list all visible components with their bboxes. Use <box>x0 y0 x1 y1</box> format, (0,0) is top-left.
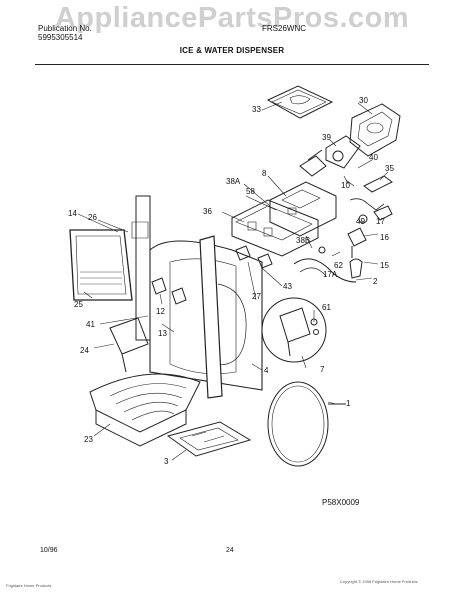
callout-49: 49 <box>356 217 365 226</box>
diagram-code: P58X0009 <box>322 498 360 507</box>
callout-33: 33 <box>252 105 261 114</box>
part-clips <box>151 245 273 305</box>
header-rule <box>35 64 429 65</box>
page-title: ICE & WATER DISPENSER <box>179 46 285 55</box>
part-ice-chute <box>149 235 263 399</box>
part-grille <box>166 421 252 457</box>
part-front-panel <box>69 229 133 301</box>
part-motor-cam <box>299 135 361 177</box>
watermark: AppliancePartsPros.com <box>54 2 410 34</box>
callout-17: 17 <box>376 217 385 226</box>
callout-23: 23 <box>84 435 93 444</box>
callout-10: 10 <box>341 181 350 190</box>
publication-number: 5995305514 <box>38 33 83 42</box>
footer-page-number: 24 <box>226 547 234 554</box>
callout-2: 2 <box>373 277 378 286</box>
model-number: FRS26WNC <box>262 24 307 33</box>
callout-38a: 38A <box>226 177 241 186</box>
callout-43: 43 <box>283 282 292 291</box>
part-solenoid-cover <box>349 103 401 157</box>
callout-4: 4 <box>264 366 269 375</box>
publication-label: Publication No. <box>38 24 92 33</box>
callout-7: 7 <box>320 365 325 374</box>
callout-14: 14 <box>68 209 77 218</box>
callout-62: 62 <box>334 261 343 270</box>
callout-30: 30 <box>359 96 368 105</box>
part-wiring <box>293 258 357 283</box>
callout-24: 24 <box>80 346 89 355</box>
callout-12: 12 <box>156 307 165 316</box>
callout-38b: 38B <box>296 236 310 245</box>
part-cover-plate <box>266 85 334 119</box>
part-valves <box>318 227 367 279</box>
detail-switch-circle <box>261 297 327 363</box>
callout-13: 13 <box>158 329 167 338</box>
callout-25: 25 <box>74 300 83 309</box>
part-actuator-paddle <box>109 317 149 373</box>
callout-39: 39 <box>322 133 331 142</box>
footer-small-left: Frigidaire Home Products <box>6 583 52 588</box>
part-harness <box>345 175 393 224</box>
part-dispenser-housing <box>231 199 319 257</box>
callout-17a: 17A <box>323 270 338 279</box>
callout-15: 15 <box>380 261 389 270</box>
callout-41: 41 <box>86 320 95 329</box>
callout-61: 61 <box>322 303 331 312</box>
callout-26-top: 26 <box>88 213 97 222</box>
part-drip-tray <box>89 373 201 447</box>
callout-8: 8 <box>262 169 267 178</box>
part-switch-bracket <box>269 181 337 237</box>
callout-40: 40 <box>369 153 378 162</box>
footer-date: 10/96 <box>40 547 58 554</box>
callout-36: 36 <box>203 207 212 216</box>
callout-27: 27 <box>252 292 261 301</box>
callout-35: 35 <box>385 164 394 173</box>
part-gasket <box>267 381 346 467</box>
callout-58: 58 <box>246 187 255 196</box>
footer-small-right: Copyright © 1996 Frigidaire Home Product… <box>340 579 418 584</box>
callout-16: 16 <box>380 233 389 242</box>
callout-1: 1 <box>346 399 351 408</box>
callout-3: 3 <box>164 457 169 466</box>
